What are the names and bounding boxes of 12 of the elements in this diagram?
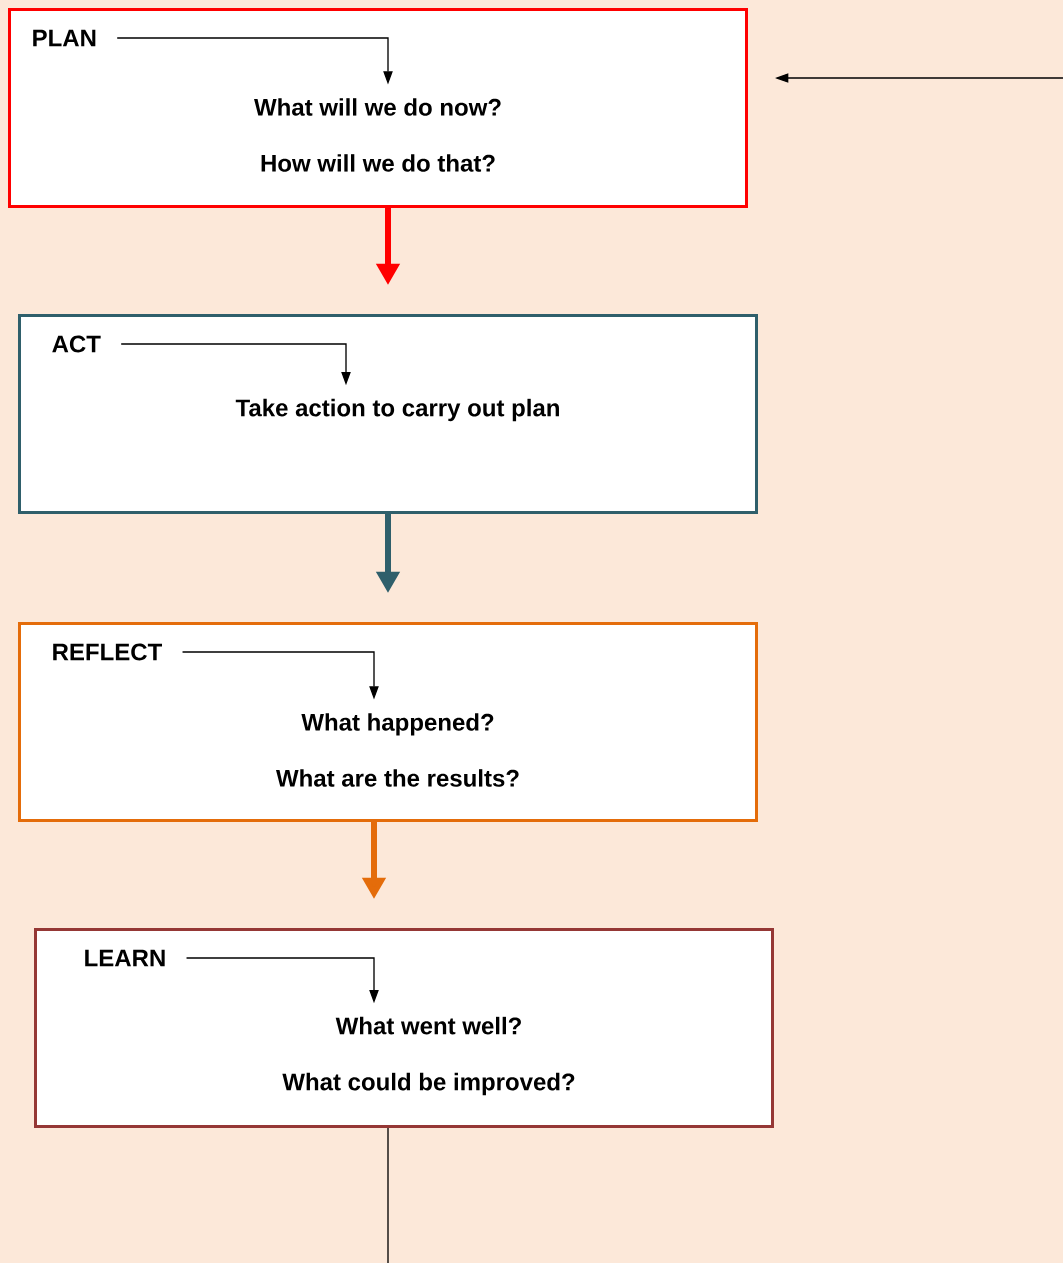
step-heading: LEARN (85, 949, 165, 967)
question-text: What happened? What are the results? (276, 713, 519, 787)
question-text: What went well? What could be improved? (282, 1016, 575, 1096)
question-text: What will we do now? How will we do that? (254, 98, 501, 172)
step-heading: REFLECT (53, 643, 162, 661)
process-box (8, 8, 748, 208)
process-box (18, 314, 758, 514)
step-heading: PLAN (33, 29, 96, 47)
process-box (34, 928, 774, 1128)
step-heading: ACT (52, 335, 101, 353)
process-box (18, 622, 758, 822)
question-text: Take action to carry out plan (235, 398, 559, 422)
